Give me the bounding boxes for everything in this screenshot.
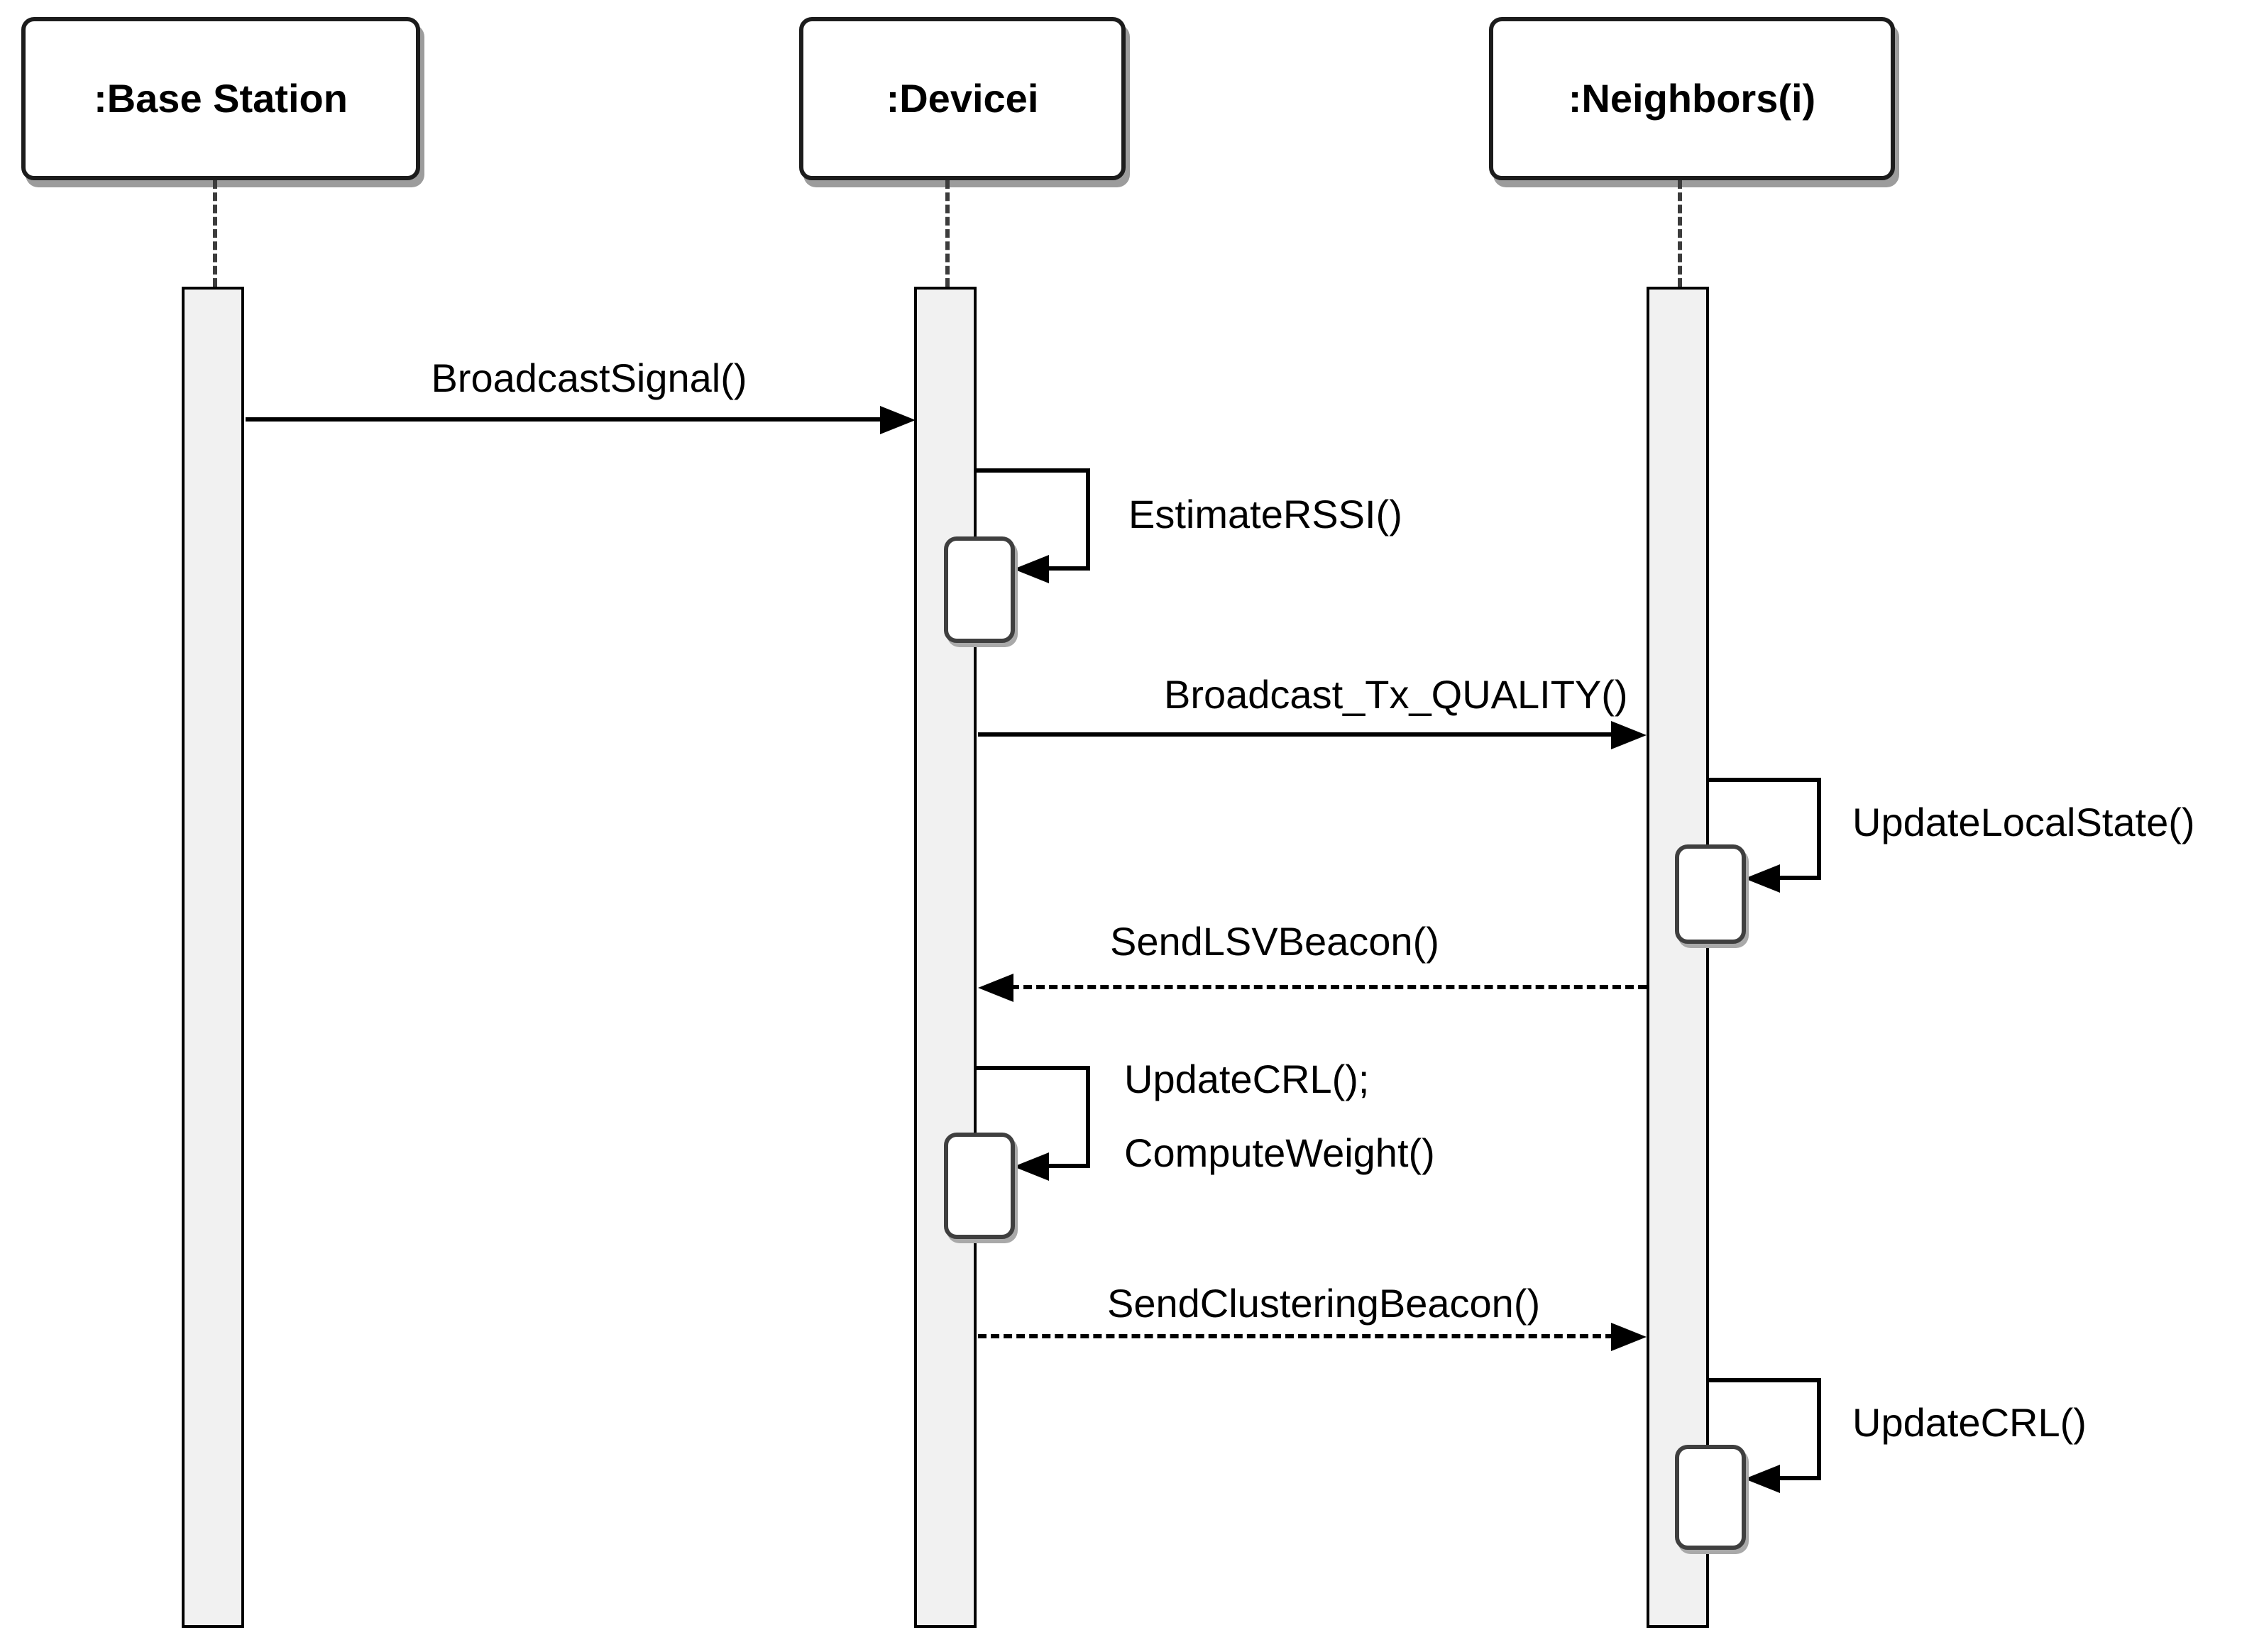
self-loop-estimate-rssi-top <box>975 468 1090 473</box>
execution-box-update-local-state <box>1675 844 1746 944</box>
message-line-send-lsv-beacon <box>1011 985 1647 989</box>
participant-neighbors-i-label: :Neighbors(i) <box>1568 76 1816 120</box>
self-loop-update-crl-compute-bottom <box>1046 1164 1090 1168</box>
arrowhead-update-crl-compute-icon <box>1013 1152 1049 1181</box>
execution-box-estimate-rssi <box>944 536 1015 643</box>
message-label-send-clustering-beacon: SendClusteringBeacon() <box>1107 1282 1541 1326</box>
message-line-broadcast-signal <box>246 417 884 422</box>
arrowhead-broadcast-tx-quality-icon <box>1611 721 1647 749</box>
message-label-update-crl: UpdateCRL(); <box>1124 1057 1370 1101</box>
execution-box-update-crl2 <box>1675 1445 1746 1550</box>
activation-bar-neighbors-i <box>1647 287 1709 1628</box>
activation-bar-base-station <box>182 287 244 1628</box>
participant-device-i-label: :Devicei <box>886 76 1039 120</box>
participant-device-i: :Devicei <box>799 17 1126 180</box>
self-loop-update-crl-compute-side <box>1086 1066 1090 1168</box>
self-loop-estimate-rssi-bottom <box>1046 566 1090 571</box>
lifeline-dashed-neighbors-i <box>1678 180 1682 287</box>
self-loop-estimate-rssi-side <box>1086 468 1090 571</box>
participant-base-station: :Base Station <box>21 17 420 180</box>
self-loop-update-local-state-top <box>1706 778 1821 782</box>
self-loop-update-local-state-bottom <box>1777 876 1821 880</box>
self-loop-update-crl-compute-top <box>975 1066 1090 1070</box>
message-label-broadcast-tx-quality: Broadcast_Tx_QUALITY() <box>1164 673 1628 717</box>
arrowhead-send-clustering-beacon-icon <box>1611 1323 1647 1351</box>
message-label-update-local-state: UpdateLocalState() <box>1852 800 2195 844</box>
message-line-broadcast-tx-quality <box>978 732 1617 737</box>
lifeline-dashed-base-station <box>213 180 217 287</box>
self-loop-update-crl2-bottom <box>1777 1476 1821 1480</box>
message-label-send-lsv-beacon: SendLSVBeacon() <box>1110 920 1439 964</box>
participant-base-station-label: :Base Station <box>94 76 348 120</box>
activation-bar-device-i <box>914 287 977 1628</box>
self-loop-update-crl2-side <box>1817 1378 1821 1480</box>
self-loop-update-crl2-top <box>1706 1378 1821 1382</box>
arrowhead-update-local-state-icon <box>1744 864 1780 893</box>
arrowhead-broadcast-signal-icon <box>880 406 916 434</box>
message-line-send-clustering-beacon <box>978 1334 1614 1338</box>
arrowhead-estimate-rssi-icon <box>1013 555 1049 583</box>
message-label-estimate-rssi: EstimateRSSI() <box>1128 492 1402 536</box>
arrowhead-send-lsv-beacon-icon <box>978 974 1013 1002</box>
message-label-update-crl2: UpdateCRL() <box>1852 1401 2087 1445</box>
lifeline-dashed-device-i <box>945 180 950 287</box>
participant-neighbors-i: :Neighbors(i) <box>1489 17 1895 180</box>
arrowhead-update-crl2-icon <box>1744 1465 1780 1493</box>
execution-box-update-crl-compute <box>944 1133 1015 1239</box>
message-label-compute-weight: ComputeWeight() <box>1124 1131 1435 1175</box>
message-label-broadcast-signal: BroadcastSignal() <box>431 356 747 400</box>
self-loop-update-local-state-side <box>1817 778 1821 880</box>
